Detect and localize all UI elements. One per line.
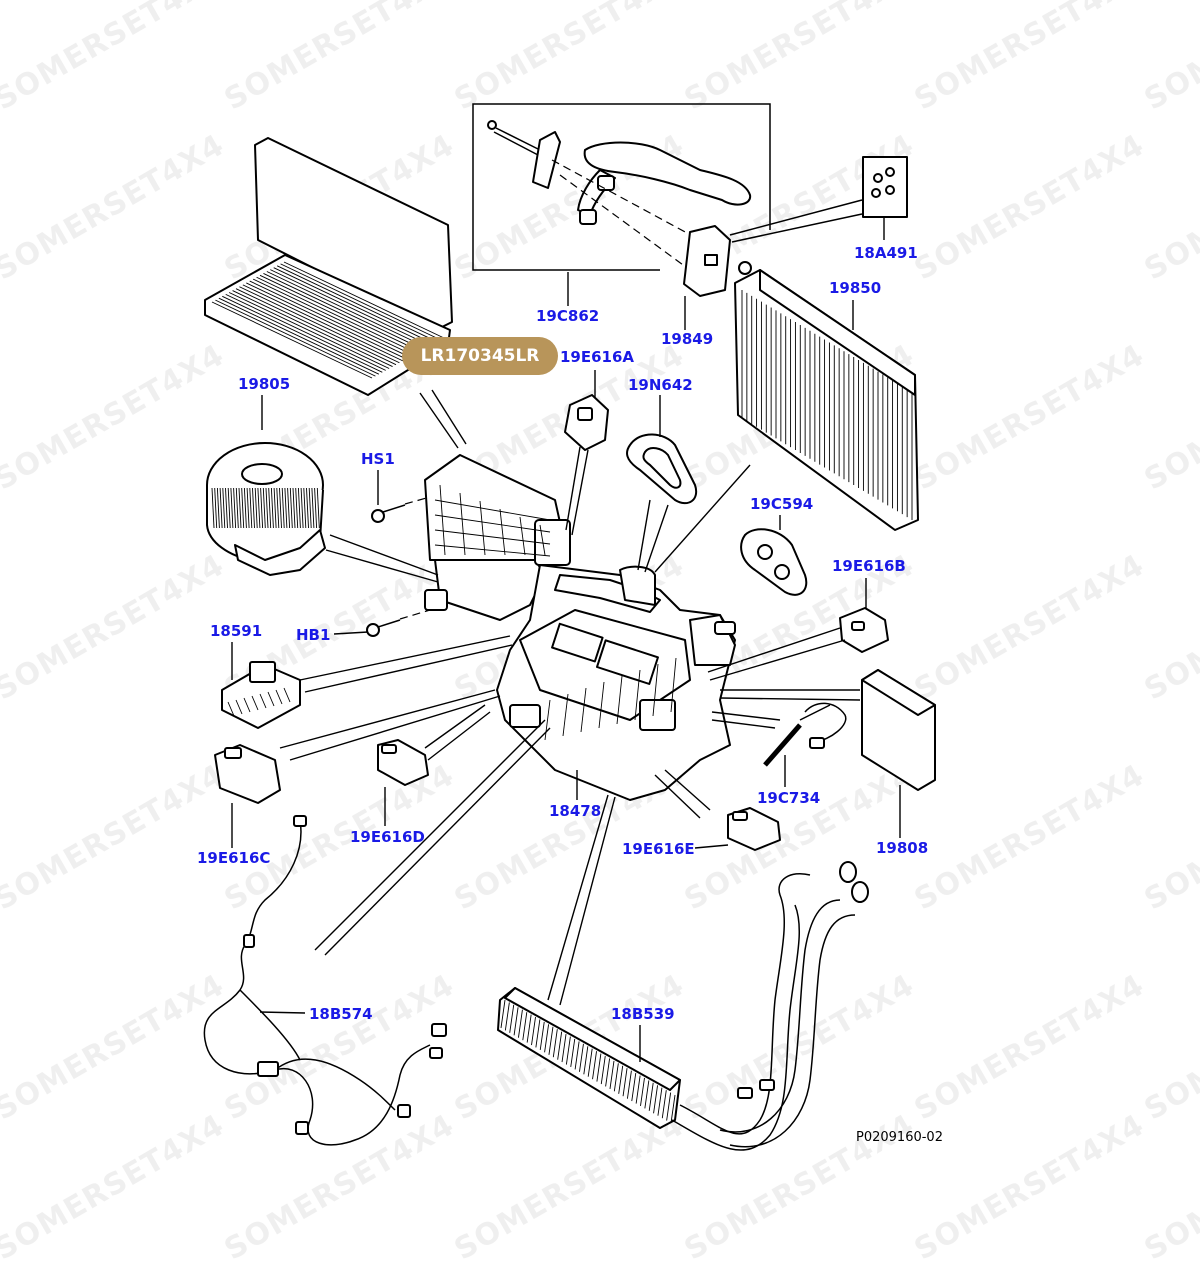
- label-19850: 19850: [829, 279, 882, 297]
- label-19e616c: 19E616C: [197, 849, 271, 867]
- actuator-19e616a-part: [564, 394, 609, 451]
- label-18b539: 18B539: [611, 1005, 675, 1023]
- label-19849: 19849: [661, 330, 714, 348]
- hvac-housing-part: [424, 454, 736, 801]
- screw-hb1-part: [366, 609, 431, 637]
- actuator-19e616d-part: [377, 739, 429, 786]
- diagram-drawing: [203, 103, 936, 1151]
- gasket-19n642-part: [626, 433, 698, 505]
- label-19e616a: 19E616A: [560, 348, 635, 366]
- label-19e616b: 19E616B: [832, 557, 906, 575]
- label-hb1: HB1: [296, 626, 331, 644]
- bracket-part: [532, 131, 561, 189]
- label-18591: 18591: [210, 622, 263, 640]
- actuator-19e616e-part: [727, 807, 781, 851]
- part-number-badge: LR170345LR: [402, 337, 558, 375]
- label-19c734: 19C734: [757, 789, 821, 807]
- control-module-part: [861, 669, 936, 791]
- gasket-19c594-part: [740, 528, 808, 596]
- temperature-sensor-part: [763, 702, 847, 767]
- drawing-code: P0209160-02: [856, 1130, 943, 1145]
- screw-hs1-part: [371, 496, 431, 523]
- label-18a491: 18A491: [854, 244, 918, 262]
- label-18478: 18478: [549, 802, 602, 820]
- actuator-19e616c-part: [214, 744, 281, 804]
- o-ring-kit-part: [862, 156, 908, 218]
- blower-resistor-part: [221, 661, 301, 729]
- label-19805: 19805: [238, 375, 291, 393]
- leader-lines: [231, 217, 901, 1062]
- label-hs1: HS1: [361, 450, 395, 468]
- actuator-19e616b-part: [839, 607, 889, 653]
- cabin-filter-part: [204, 137, 453, 396]
- label-19808: 19808: [876, 839, 929, 857]
- expansion-valve-part: [683, 225, 731, 297]
- label-19c862: 19C862: [536, 307, 600, 325]
- label-19c594: 19C594: [750, 495, 814, 513]
- bolt-part: [487, 120, 541, 156]
- label-19e616d: 19E616D: [350, 828, 425, 846]
- label-18b574: 18B574: [309, 1005, 373, 1023]
- pipe-assembly-inset: [472, 103, 771, 271]
- evaporator-core-part: [734, 261, 919, 531]
- label-19n642: 19N642: [628, 376, 693, 394]
- label-19e616e: 19E616E: [622, 840, 695, 858]
- heater-core-part: [497, 861, 869, 1151]
- wiring-harness-part: [203, 815, 447, 1146]
- blower-motor-part: [206, 442, 326, 576]
